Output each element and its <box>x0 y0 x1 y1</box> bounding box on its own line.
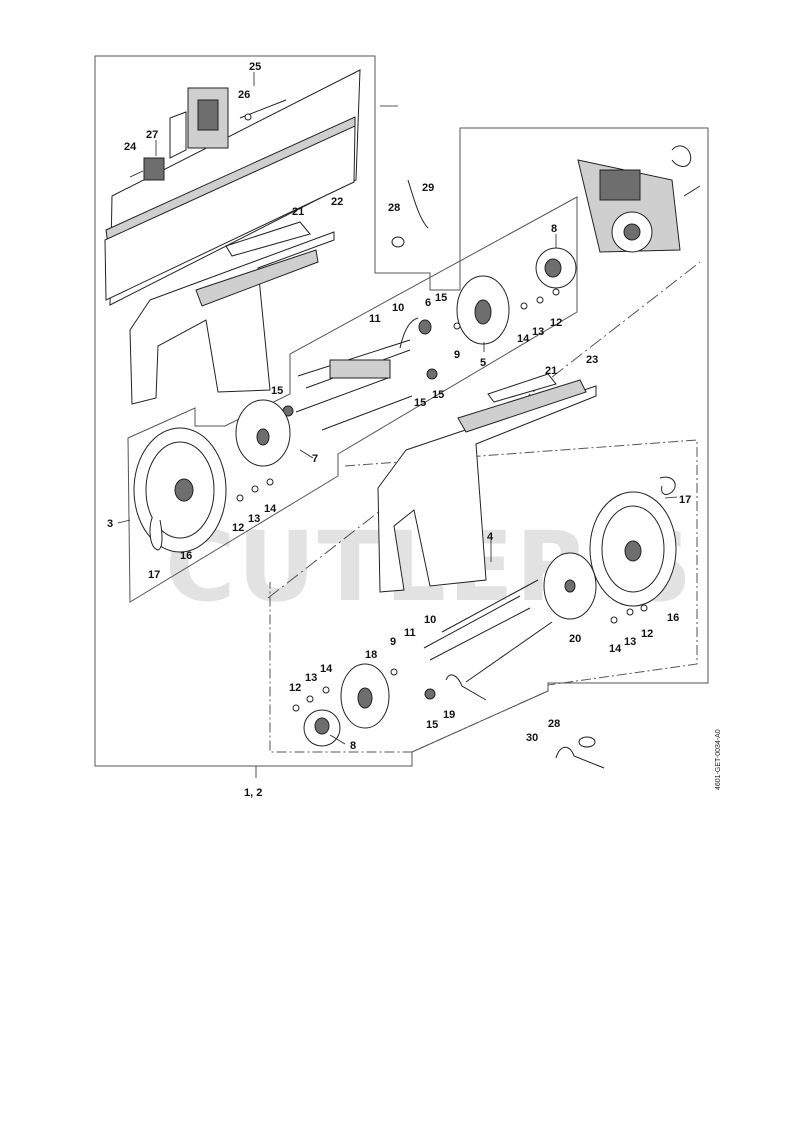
grass-guide-upper <box>129 221 335 405</box>
callout-11a: 11 <box>369 313 381 325</box>
grass-guide-lower <box>377 373 597 593</box>
callout-14b: 14 <box>264 503 277 515</box>
hairpin-clip-left <box>149 517 163 551</box>
callout-22: 22 <box>331 196 343 208</box>
callout-21a: 21 <box>292 206 304 218</box>
torsion-spring-lower <box>445 674 487 701</box>
callout-29: 29 <box>422 182 434 194</box>
side-plate-right <box>543 552 597 620</box>
callout-28a: 28 <box>388 202 400 214</box>
leader-lines <box>117 72 678 745</box>
callout-26: 26 <box>238 89 250 101</box>
drive-hub-upper <box>535 247 577 289</box>
callout-14d: 14 <box>320 663 333 675</box>
wheel-right <box>589 491 677 607</box>
callout-17a: 17 <box>148 569 160 581</box>
wheel-left <box>133 427 227 553</box>
callout-5: 5 <box>480 357 486 369</box>
gearbox <box>577 145 701 253</box>
drive-hub-lower <box>303 709 341 747</box>
callout-20: 20 <box>569 633 581 645</box>
callout-1-2: 1, 2 <box>244 787 262 799</box>
callout-15c: 15 <box>414 397 426 409</box>
callout-19: 19 <box>443 709 455 721</box>
left-subassembly-frame <box>127 196 578 603</box>
callout-9a: 9 <box>454 349 460 361</box>
callout-28b: 28 <box>548 718 560 730</box>
callout-12d: 12 <box>289 682 301 694</box>
callout-13a: 13 <box>532 326 544 338</box>
callout-12a: 12 <box>550 317 562 329</box>
bushing-lower <box>424 688 436 700</box>
callout-11b: 11 <box>404 627 416 639</box>
spring-upper-loose <box>407 179 429 229</box>
hinge-bracket <box>143 87 287 181</box>
callout-15d: 15 <box>432 389 444 401</box>
callout-25: 25 <box>249 61 261 73</box>
callout-3: 3 <box>107 518 113 530</box>
callout-16a: 16 <box>180 550 192 562</box>
bearing-plate-lower <box>340 663 390 729</box>
callout-24: 24 <box>124 141 137 153</box>
callout-23: 23 <box>586 354 598 366</box>
callout-8a: 8 <box>551 223 557 235</box>
callout-14c: 14 <box>609 643 622 655</box>
callout-12c: 12 <box>641 628 653 640</box>
callout-14a: 14 <box>517 333 530 345</box>
callout-9b: 9 <box>390 636 396 648</box>
callout-8b: 8 <box>350 740 356 752</box>
callout-13d: 13 <box>305 672 317 684</box>
callout-30: 30 <box>526 732 538 744</box>
document-code: 4601-GET-0034-A0 <box>715 729 722 790</box>
callout-12b: 12 <box>232 522 244 534</box>
washer-loose <box>578 736 596 748</box>
callout-15b: 15 <box>271 385 283 397</box>
washer-upper-loose <box>391 236 405 248</box>
side-plate-left <box>235 399 291 467</box>
callout-6: 6 <box>425 297 431 309</box>
torsion-spring-upper <box>399 317 432 349</box>
assembly-frame <box>94 55 709 767</box>
callout-4: 4 <box>487 531 494 543</box>
hairpin-clip-right <box>659 476 676 495</box>
callout-27: 27 <box>146 129 158 141</box>
callout-21b: 21 <box>545 365 557 377</box>
callout-16b: 16 <box>667 612 679 624</box>
callout-17b: 17 <box>679 494 691 506</box>
callout-13b: 13 <box>248 513 260 525</box>
callout-labels: 1, 2 3 4 5 6 7 8 8 9 9 10 10 11 11 12 12… <box>107 61 691 799</box>
rear-flap <box>104 69 361 306</box>
roller-shafts-lower <box>423 579 553 683</box>
callout-15a: 15 <box>435 292 447 304</box>
callout-13c: 13 <box>624 636 636 648</box>
roller-shafts-upper <box>295 339 413 431</box>
callout-7: 7 <box>312 453 318 465</box>
bushing-upper-2 <box>426 368 438 380</box>
callout-10b: 10 <box>424 614 436 626</box>
callout-15e: 15 <box>426 719 438 731</box>
callout-10a: 10 <box>392 302 404 314</box>
fasteners <box>236 288 648 712</box>
torsion-spring-loose <box>555 746 605 769</box>
bearing-plate-upper <box>456 275 510 345</box>
callout-18: 18 <box>365 649 377 661</box>
